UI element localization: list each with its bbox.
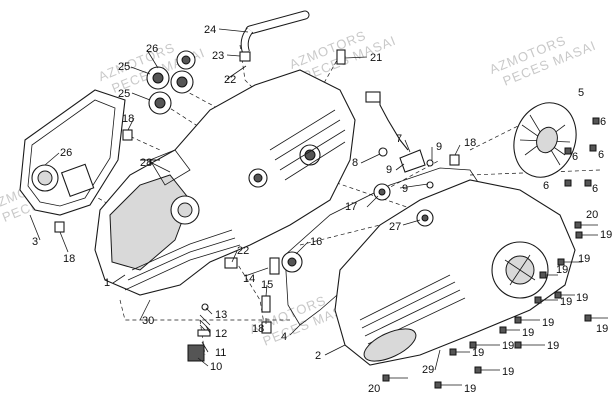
callout-4: 4 [281,331,287,343]
callout-18-right: 18 [464,137,476,149]
callout-14: 14 [243,273,255,285]
callout-19-i: 19 [547,340,559,352]
callout-20-bottom: 20 [368,383,380,395]
callout-17: 17 [345,201,357,213]
pin-18-right [449,154,460,166]
bolts-6 [564,117,600,187]
callout-28: 28 [140,157,152,169]
fitting-23 [239,51,251,62]
drain-plug-10 [187,344,205,362]
callout-30: 30 [142,315,154,327]
callout-19-h: 19 [522,327,534,339]
callout-5: 5 [578,87,584,99]
callout-1: 1 [104,277,110,289]
callout-21: 21 [370,52,382,64]
crankcase-left [94,69,356,296]
bearings-group [146,50,196,115]
callout-24: 24 [204,24,216,36]
callout-29: 29 [422,364,434,376]
callout-22-mid: 22 [237,245,249,257]
callout-18-top: 18 [122,113,134,125]
plug-21 [336,49,346,65]
plug-22 [224,257,238,269]
callout-19-d: 19 [576,292,588,304]
callout-20-right: 20 [586,209,598,221]
callout-22-top: 22 [224,74,236,86]
cvt-cover [334,179,576,366]
callout-25-b: 25 [118,88,130,100]
callout-18-left: 18 [63,253,75,265]
callout-18-bottom: 18 [252,323,264,335]
callout-8: 8 [352,157,358,169]
callout-3: 3 [32,236,38,248]
callout-26-left: 26 [60,147,72,159]
callout-10: 10 [210,361,222,373]
callout-19-f: 19 [596,323,608,335]
callout-9-b: 9 [436,141,442,153]
callout-6-c: 6 [592,183,598,195]
callout-6-b: 6 [598,149,604,161]
callout-6-d: 6 [543,180,549,192]
callout-6-e: 6 [572,151,578,163]
leader-lines [29,28,461,371]
callout-23: 23 [212,50,224,62]
callout-25-a: 25 [118,61,130,73]
pin-18-left [54,221,65,233]
callout-19-e: 19 [560,296,572,308]
callout-16: 16 [310,236,322,248]
callout-9-c: 9 [402,183,408,195]
bolts-19 [382,221,608,389]
bolt-28 [140,159,160,165]
callout-19-j: 19 [502,340,514,352]
callout-19-a: 19 [600,229,612,241]
callout-2: 2 [315,350,321,362]
callout-19-m: 19 [464,383,476,395]
callout-19-g: 19 [542,317,554,329]
callout-27: 27 [389,221,401,233]
oring-8 [378,147,388,157]
pin-15 [261,295,271,313]
callout-19-c: 19 [556,264,568,276]
washer-9 [426,159,434,167]
callout-9-a: 9 [386,164,392,176]
callout-19-l: 19 [502,366,514,378]
callout-7: 7 [396,133,402,145]
callout-19-k: 19 [472,347,484,359]
callout-13: 13 [215,309,227,321]
dowel-14 [269,257,280,275]
sensor-wire [370,94,409,151]
washer-11 [197,329,211,337]
callout-labels: 24 23 22 21 26 25 25 18 26 28 3 18 1 30 … [32,24,612,395]
callout-12: 12 [215,328,227,340]
callout-6-a: 6 [600,116,606,128]
callout-15: 15 [261,279,273,291]
pin-18-top [122,129,133,141]
fan-cover [513,102,577,178]
callout-19-b: 19 [578,253,590,265]
callout-11: 11 [215,347,226,359]
watermark-3: AZMOTORS PECES MASAI [487,32,598,88]
pin-18-bottom [261,321,272,334]
callout-26-top: 26 [146,43,158,55]
sensor-7 [399,149,426,173]
